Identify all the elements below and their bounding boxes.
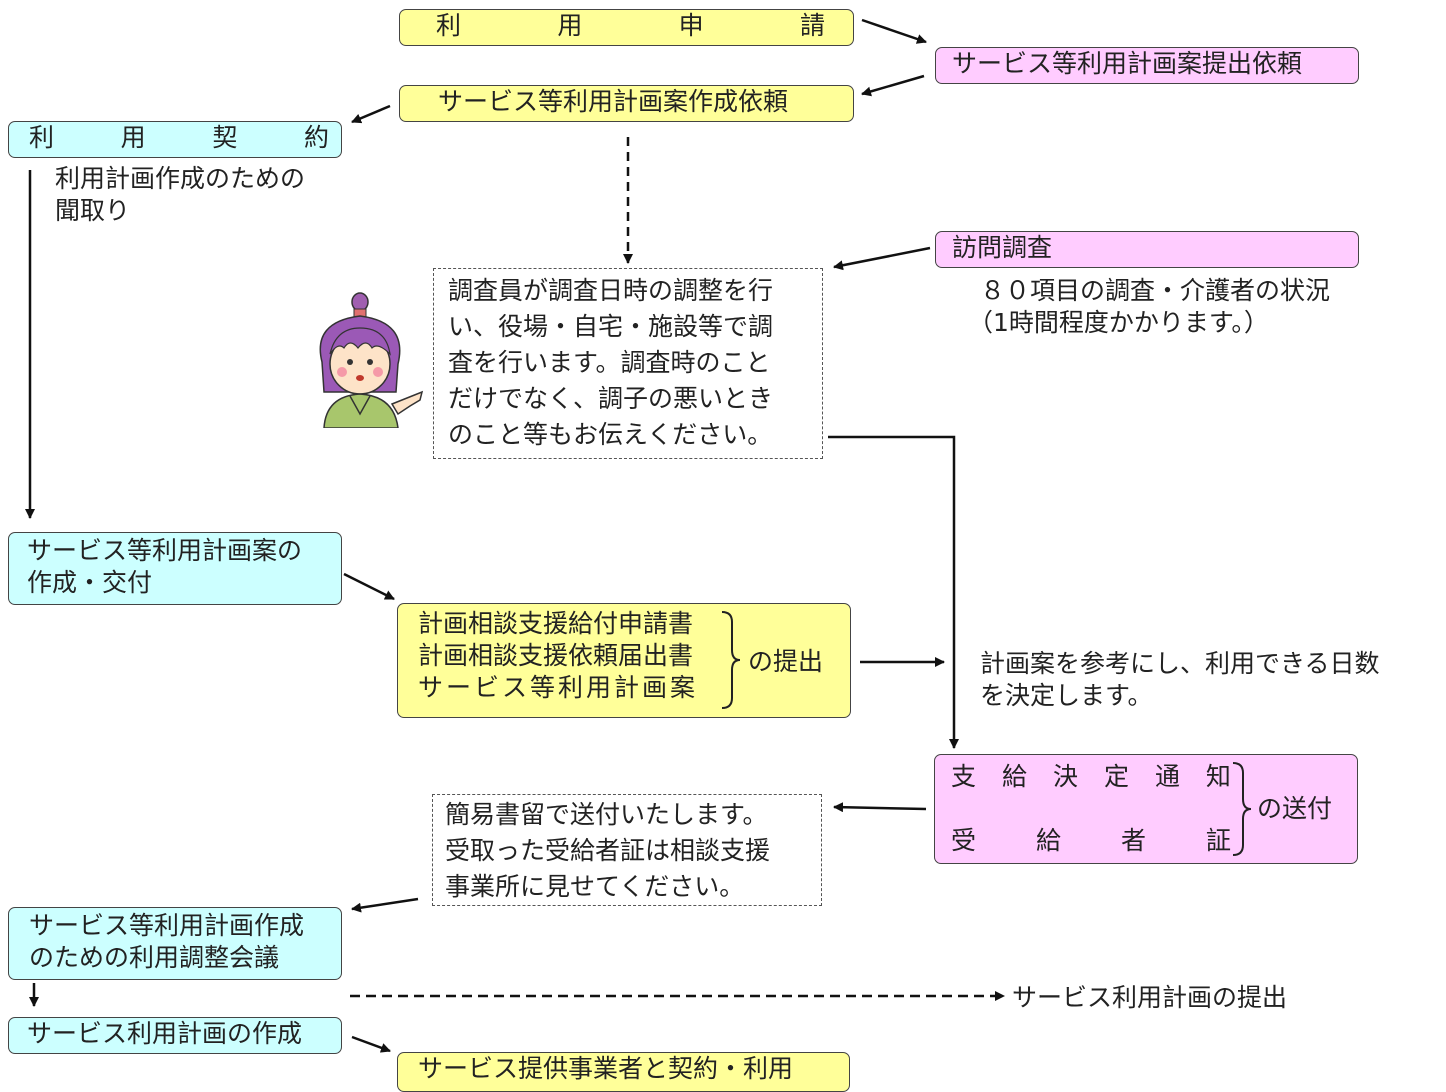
decision-notice-char: 支 — [951, 762, 977, 791]
submit-doc-line: 計画相談支援給付申請書 — [418, 609, 694, 638]
investigator-note-line: い、役場・自宅・施設等で調 — [448, 312, 774, 341]
plan-create-label: サービス利用計画の作成 — [27, 1019, 303, 1048]
visit-survey-box: 訪問調査 — [935, 231, 1359, 268]
submit-suffix: の提出 — [748, 647, 824, 676]
hearing-line: 利用計画作成のための — [55, 164, 306, 193]
mail-note-line: 受取った受給者証は相談支援 — [445, 836, 771, 865]
plan-draft-issue-box: サービス等利用計画案の 作成・交付 — [8, 532, 342, 605]
provider-contract-box: サービス提供事業者と契約・利用 — [397, 1052, 850, 1092]
hearing-line: 聞取り — [55, 196, 131, 225]
contract-box: 利 用 契 約 — [8, 121, 342, 158]
decision-notice-char: 知 — [1205, 762, 1231, 791]
submit-doc-line: 計画相談支援依頼届出書 — [418, 641, 694, 670]
coordination-meeting-line: サービス等利用計画作成 — [29, 911, 305, 940]
plan-draft-submit-request-box: サービス等利用計画案提出依頼 — [935, 47, 1359, 84]
investigator-note-line: 調査員が調査日時の調整を行 — [448, 276, 774, 305]
contract-char: 契 — [212, 123, 238, 152]
decision-notice-char: 定 — [1103, 762, 1129, 791]
application-char: 用 — [557, 11, 583, 40]
mail-note-box: 簡易書留で送付いたします。 受取った受給者証は相談支援 事業所に見せてください。 — [432, 794, 822, 906]
arrow-visit-survey-to-note — [833, 246, 931, 271]
provider-contract-label: サービス提供事業者と契約・利用 — [418, 1054, 794, 1083]
decision-notice-row: 支 給 決 定 通 知 — [951, 761, 1231, 793]
mail-note-line: 簡易書留で送付いたします。 — [445, 800, 768, 829]
recipient-cert-char: 給 — [1035, 826, 1061, 855]
arrow-draft-to-submit — [343, 572, 395, 601]
plan-draft-submit-request-label: サービス等利用計画案提出依頼 — [952, 49, 1303, 78]
recipient-cert-char: 受 — [951, 826, 977, 855]
plan-draft-issue-line: 作成・交付 — [27, 568, 153, 597]
investigator-note-box: 調査員が調査日時の調整を行 い、役場・自宅・施設等で調 査を行います。調査時のこ… — [433, 268, 823, 459]
submit-docs-brace — [721, 611, 741, 709]
recipient-cert-char: 証 — [1205, 826, 1231, 855]
contract-char: 約 — [303, 123, 329, 152]
recipient-cert-row: 受 給 者 証 — [951, 825, 1231, 857]
survey-detail-line: ８０項目の調査・介護者の状況 — [980, 276, 1331, 305]
coordination-meeting-box: サービス等利用計画作成 のための利用調整会議 — [8, 907, 342, 980]
investigator-note-line: のこと等もお伝えください。 — [448, 420, 773, 449]
decision-notice-char: 給 — [1001, 762, 1027, 791]
plan-draft-create-request-box: サービス等利用計画案作成依頼 — [399, 85, 854, 122]
contract-char: 利 — [29, 123, 55, 152]
application-box: 利 用 申 請 — [399, 9, 854, 46]
arrow-mail-to-meeting — [351, 897, 419, 913]
submit-docs-box: 計画相談支援給付申請書 計画相談支援依頼届出書 サービス等利用計画案 の提出 — [397, 603, 851, 718]
plan-create-box: サービス利用計画の作成 — [8, 1017, 342, 1054]
plan-draft-create-request-label: サービス等利用計画案作成依頼 — [438, 87, 789, 116]
decision-notice-char: 決 — [1052, 762, 1078, 791]
arrow-create-request-to-contract — [351, 104, 391, 124]
application-char: 請 — [799, 11, 825, 40]
decision-note-text: 計画案を参考にし、利用できる日数 を決定します。 — [980, 648, 1380, 712]
survey-detail-text: ８０項目の調査・介護者の状況 （1時間程度かかります。） — [968, 275, 1330, 339]
application-char: 利 — [436, 11, 462, 40]
survey-detail-line: （1時間程度かかります。） — [968, 308, 1269, 337]
application-char: 申 — [678, 11, 704, 40]
arrow-application-to-submit-request — [861, 18, 927, 44]
arrow-plan-create-to-provider — [351, 1035, 391, 1053]
decision-notice-box: 支 給 決 定 通 知 受 給 者 証 の送付 — [934, 754, 1358, 864]
decision-note-line: を決定します。 — [980, 681, 1153, 710]
decision-notice-brace — [1232, 762, 1252, 856]
plan-submit-text: サービス利用計画の提出 — [1012, 982, 1287, 1014]
mail-note-line: 事業所に見せてください。 — [445, 872, 745, 901]
plan-submit-label: サービス利用計画の提出 — [1012, 983, 1288, 1012]
arrow-notice-to-mail — [833, 802, 927, 813]
investigator-note-line: だけでなく、調子の悪いとき — [448, 384, 774, 413]
submit-doc-line: サービス等利用計画案 — [418, 673, 699, 702]
arrow-submit-request-to-create-request — [861, 74, 925, 97]
hearing-text: 利用計画作成のための 聞取り — [55, 163, 305, 227]
recipient-cert-char: 者 — [1120, 826, 1146, 855]
contract-char: 用 — [120, 123, 146, 152]
send-suffix: の送付 — [1257, 794, 1333, 823]
visit-survey-label: 訪問調査 — [952, 233, 1053, 262]
plan-draft-issue-line: サービス等利用計画案の — [27, 536, 303, 565]
decision-notice-char: 通 — [1154, 762, 1180, 791]
decision-note-line: 計画案を参考にし、利用できる日数 — [980, 649, 1380, 678]
investigator-note-line: 査を行います。調査時のこと — [448, 348, 771, 377]
coordination-meeting-line: のための利用調整会議 — [29, 943, 280, 972]
investigator-girl-illustration — [319, 292, 424, 428]
